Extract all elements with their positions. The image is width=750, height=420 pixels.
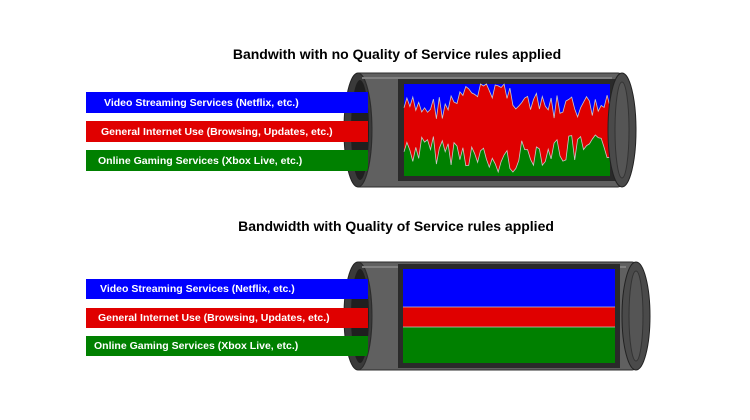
qos-band-video [86, 279, 368, 299]
no-qos-traffic [403, 83, 611, 176]
qos-traffic [403, 269, 615, 363]
qos-title: Bandwidth with Quality of Service rules … [238, 218, 554, 234]
qos-band-general [86, 308, 368, 328]
no-qos-label-gaming: Online Gaming Services (Xbox Live, etc.) [98, 155, 302, 167]
qos-traffic-general [403, 307, 615, 327]
no-qos-diagram: Bandwith with no Quality of Service rule… [86, 46, 637, 188]
qos-bands: Video Streaming Services (Netflix, etc.)… [86, 279, 368, 356]
qos-traffic-gaming [403, 327, 615, 363]
qos-traffic-video [403, 269, 615, 307]
no-qos-pipe-front-rim [614, 81, 630, 179]
no-qos-label-general: General Internet Use (Browsing, Updates,… [101, 126, 333, 138]
no-qos-band-video [86, 92, 368, 113]
qos-label-general: General Internet Use (Browsing, Updates,… [98, 312, 330, 324]
no-qos-title: Bandwith with no Quality of Service rule… [233, 46, 561, 62]
qos-pipe-front-rim [628, 270, 644, 362]
no-qos-band-general [86, 121, 368, 142]
qos-band-gaming [86, 336, 368, 356]
no-qos-traffic-general-edge [403, 83, 611, 119]
qos-label-gaming: Online Gaming Services (Xbox Live, etc.) [94, 340, 298, 352]
no-qos-traffic-gaming [404, 135, 610, 176]
no-qos-label-video: Video Streaming Services (Netflix, etc.) [104, 97, 299, 109]
no-qos-band-gaming [86, 150, 368, 171]
qos-diagram: Bandwidth with Quality of Service rules … [86, 218, 651, 371]
no-qos-bands: Video Streaming Services (Netflix, etc.)… [86, 92, 368, 171]
no-qos-traffic-gaming-edge [403, 134, 611, 174]
qos-label-video: Video Streaming Services (Netflix, etc.) [100, 283, 295, 295]
